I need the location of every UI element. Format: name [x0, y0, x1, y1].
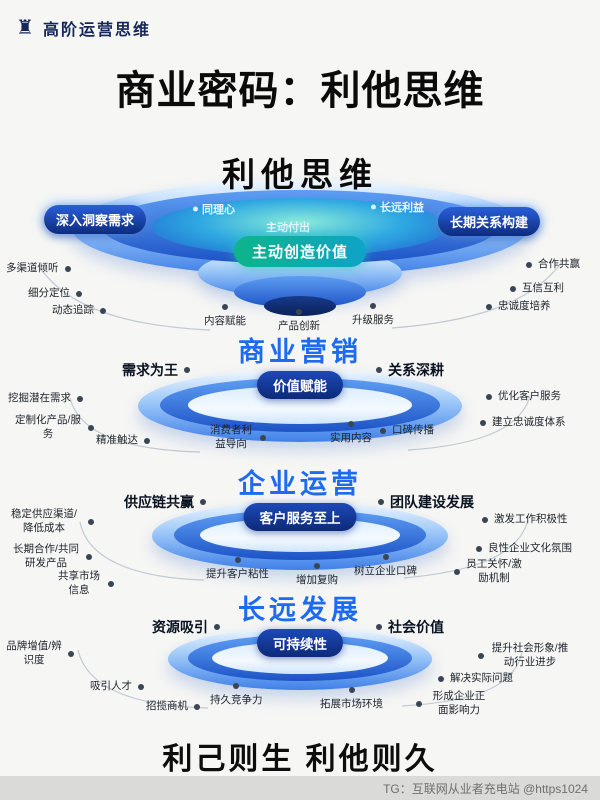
credit-text: TG：互联网从业者充电站 @https1024 [383, 781, 588, 796]
note-label: 员工关怀/激励机制 [466, 558, 522, 584]
note-label: 形成企业正面影响力 [428, 690, 490, 717]
note-label: 树立企业口碑 [354, 565, 417, 577]
section3-title: 长远发展 [238, 595, 362, 625]
note-label: 精准触达 [96, 434, 138, 446]
funnel-top-heading: 利他思维 [222, 156, 378, 193]
section3-pill: 可持续性 [257, 629, 343, 657]
note-label: 升级服务 [352, 314, 394, 326]
note-label: 优化客户服务 [498, 390, 561, 402]
funnel-neck-3 [264, 296, 336, 316]
note-label: 解决实际问题 [450, 672, 513, 684]
note-label: 良性企业文化氛围 [488, 542, 572, 554]
note-label: 增加复购 [296, 574, 338, 586]
note-label: 产品创新 [278, 320, 320, 332]
note-label: 稳定供应渠道/降低成本 [6, 508, 82, 535]
rook-icon: ♜ [16, 17, 36, 39]
credit-bar: TG：互联网从业者充电站 @https1024 [0, 776, 600, 800]
section1-left-label: 需求为王 [122, 362, 178, 378]
note-label: 吸引人才 [90, 680, 132, 692]
note-label: 定制化产品/服务 [15, 414, 81, 440]
note-label: 长期合作/共同研发产品 [13, 543, 79, 569]
brand-name: 高阶运营思维 [42, 22, 151, 39]
note-label: 动态追踪 [52, 304, 94, 316]
section3-right-label: 社会价值 [388, 619, 444, 635]
section1-right-label: 关系深耕 [388, 362, 444, 378]
note-label: 口碑传播 [392, 424, 434, 436]
ring-label: 长远利益 [380, 199, 424, 215]
note-label: 细分定位 [28, 287, 70, 299]
section3-left-label: 资源吸引 [152, 619, 208, 635]
note-label: 持久竞争力 [210, 694, 263, 706]
note-label: 合作共赢 [538, 258, 580, 270]
note-label: 招揽商机 [146, 700, 188, 712]
note-label: 挖掘潜在需求 [8, 392, 71, 404]
note-label: 提升客户粘性 [206, 568, 269, 580]
right-badge: 长期关系构建 [438, 207, 541, 236]
note-label: 多渠道倾听 [6, 262, 59, 274]
note-label: 共享市场信息 [58, 570, 100, 596]
ring-label: 主动付出 [266, 222, 310, 234]
slogan: 利己则生 利他则久 [162, 743, 438, 776]
note-label: 提升社会形象/推动行业进步 [491, 642, 569, 668]
section2-pill: 客户服务至上 [243, 503, 357, 531]
note-label: 建立忠诚度体系 [492, 416, 566, 428]
ring-label: 同理心 [202, 201, 235, 217]
section2-left-label: 供应链共赢 [124, 494, 194, 510]
note-label: 拓展市场环境 [320, 698, 383, 710]
note-label: 内容赋能 [204, 315, 246, 327]
brand: ♜ 高阶运营思维 [16, 16, 151, 40]
section2-right-label: 团队建设发展 [390, 494, 474, 510]
page-title-emphasis: 利他思维 [320, 69, 485, 113]
page-title-prefix: 商业密码： [115, 69, 321, 113]
note-label: 互信互利 [522, 282, 564, 294]
page-title: 商业密码：利他思维 [0, 58, 600, 116]
value-pill: 主动创造价值 [233, 236, 367, 267]
note-label: 消费者利益导向 [210, 424, 252, 450]
note-label: 忠诚度培养 [498, 300, 551, 312]
note-label: 品牌增值/辨识度 [6, 640, 62, 666]
note-label: 激发工作积极性 [494, 513, 568, 525]
section1-title: 商业营销 [238, 337, 362, 367]
note-label: 实用内容 [330, 432, 372, 444]
section2-title: 企业运营 [238, 469, 362, 499]
left-badge: 深入洞察需求 [44, 205, 147, 234]
section1-pill: 价值赋能 [257, 371, 343, 399]
